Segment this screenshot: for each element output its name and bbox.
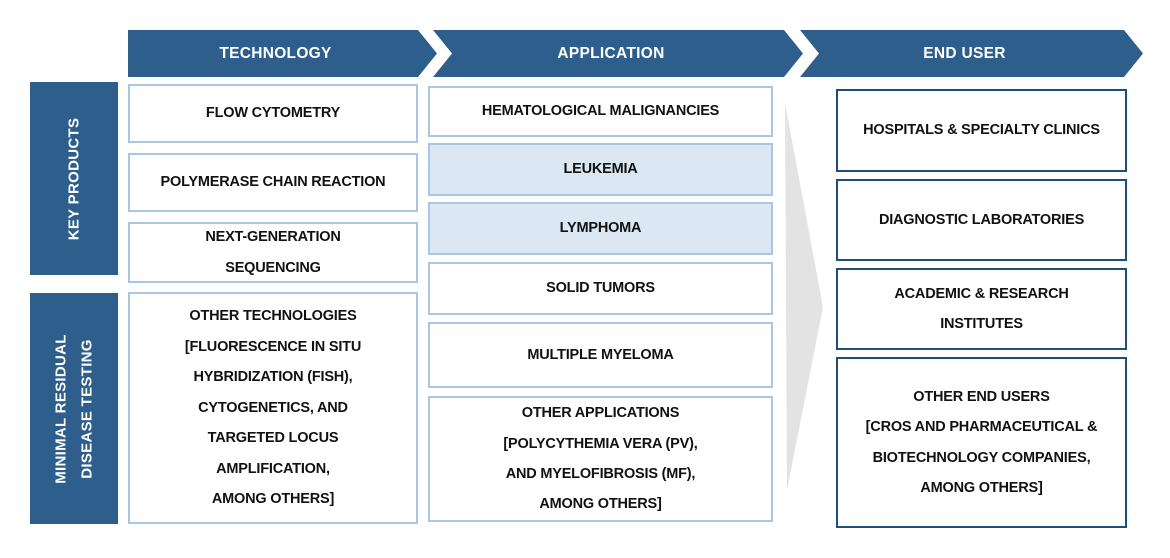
technology-item-other-technologies: OTHER TECHNOLOGIES [FLUORESCENCE IN SITU… (128, 292, 418, 524)
end-user-item-other-end-users: OTHER END USERS [CROS AND PHARMACEUTICAL… (836, 357, 1127, 528)
technology-item-polymerase-chain-reaction: POLYMERASE CHAIN REACTION (128, 153, 418, 212)
sidebar-market-name-label: MINIMAL RESIDUAL DISEASE TESTING (51, 333, 95, 484)
column-header-label: APPLICATION (557, 44, 665, 62)
application-item-hematological-malignancies: HEMATOLOGICAL MALIGNANCIES (428, 86, 773, 137)
sidebar-market-name: MINIMAL RESIDUAL DISEASE TESTING (30, 293, 118, 524)
column-header-end-user: END USER (800, 30, 1143, 77)
application-item-solid-tumors: SOLID TUMORS (428, 262, 773, 315)
technology-item-next-generation-sequencing: NEXT-GENERATION SEQUENCING (128, 222, 418, 283)
sidebar-key-products: KEY PRODUCTS (30, 82, 118, 275)
end-user-item-hospitals-specialty-clinics: HOSPITALS & SPECIALTY CLINICS (836, 89, 1127, 172)
end-user-item-diagnostic-laboratories: DIAGNOSTIC LABORATORIES (836, 179, 1127, 261)
application-item-lymphoma: LYMPHOMA (428, 202, 773, 255)
application-item-leukemia: LEUKEMIA (428, 143, 773, 196)
column-header-application: APPLICATION (433, 30, 803, 77)
column-header-technology: TECHNOLOGY (128, 30, 437, 77)
application-item-other-applications: OTHER APPLICATIONS [POLYCYTHEMIA VERA (P… (428, 396, 773, 522)
sidebar-key-products-label: KEY PRODUCTS (64, 117, 82, 240)
column-header-label: END USER (923, 44, 1006, 62)
flow-arrow-icon (785, 103, 823, 490)
end-user-item-academic-research-institutes: ACADEMIC & RESEARCH INSTITUTES (836, 268, 1127, 350)
application-item-multiple-myeloma: MULTIPLE MYELOMA (428, 322, 773, 388)
column-header-label: TECHNOLOGY (219, 44, 332, 62)
technology-item-flow-cytometry: FLOW CYTOMETRY (128, 84, 418, 143)
